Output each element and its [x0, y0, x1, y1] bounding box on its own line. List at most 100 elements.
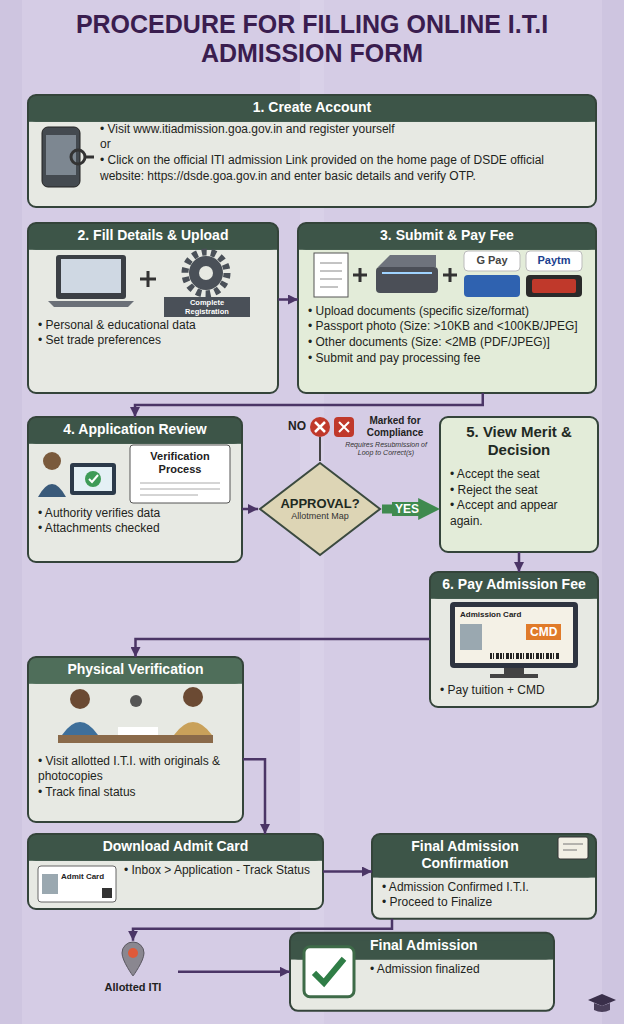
step-box: Final Admission Confirmation • Admission … — [372, 834, 596, 919]
reviewer-illustration — [140, 495, 198, 496]
admit-card-icon — [38, 866, 116, 902]
flow-connector — [243, 759, 265, 834]
step-text: • Admission finalized — [290, 962, 554, 978]
step-text: • Authority verifies data — [28, 506, 242, 522]
step-box: 6. Pay Admission Fee• Pay tuition + CMDA… — [430, 572, 598, 707]
box-fill — [298, 223, 596, 393]
step-text: • Reject the seat — [440, 483, 598, 499]
box-fill — [290, 933, 554, 1011]
document-scanner-payment-icons — [320, 279, 342, 280]
document-scanner-payment-icons — [314, 251, 582, 297]
check-icon — [304, 947, 354, 997]
flow-connector — [136, 639, 431, 657]
step-box: Final Admission• Admission finalized — [290, 933, 554, 1011]
step-text: • Accept and appear again. — [440, 498, 598, 529]
rejection-marker — [310, 417, 330, 437]
label: G Pay — [464, 254, 520, 267]
verification-meeting — [70, 689, 90, 709]
check-icon — [304, 947, 354, 997]
step-box: 2. Fill Details & Upload• Personal & edu… — [28, 223, 278, 393]
flow-connector — [178, 971, 290, 974]
pin-dot — [128, 948, 138, 958]
box-border — [28, 417, 242, 562]
box-border — [372, 834, 596, 919]
step-box: 3. Submit & Pay Fee• Upload documents (s… — [298, 223, 596, 393]
step-box: Physical Verification• Visit allotted I.… — [28, 657, 243, 822]
label-holder: Paytm — [526, 254, 582, 267]
laptop-gear-icon — [185, 252, 227, 294]
box-fill — [28, 223, 278, 393]
document-scanner-payment-icons — [320, 287, 338, 288]
step-text: • Passport photo (Size: >10KB and <100KB… — [298, 319, 596, 335]
confirmation-icon — [558, 837, 588, 859]
document-scanner-payment-icons — [449, 268, 452, 282]
location-pin: Allotted ITI — [88, 941, 178, 1005]
laptop-gear-icon — [189, 256, 223, 290]
label: Requires Resubmission of Loop to Correct… — [338, 441, 434, 458]
step-text: • Proceed to Finalize — [372, 895, 596, 911]
step-heading: 3. Submit & Pay Fee — [298, 223, 596, 248]
flow-connector — [518, 552, 521, 572]
document-scanner-payment-icons — [320, 263, 342, 264]
label: Admit Card — [61, 872, 107, 882]
step-heading: 5. View Merit & Decision — [440, 417, 598, 463]
step-text: • Attachments checked — [28, 521, 242, 537]
box-fill — [28, 417, 242, 562]
edge-label-holder: YES — [392, 502, 422, 516]
box-border — [430, 572, 598, 707]
verification-meeting — [62, 722, 98, 735]
label: Admission Card — [460, 610, 560, 620]
diamond-shape — [260, 463, 380, 555]
box-border — [298, 223, 596, 393]
verification-meeting — [130, 695, 142, 707]
step-text: • Personal & educational data — [28, 318, 278, 334]
reviewer-illustration — [85, 471, 101, 487]
monitor-admission-card — [490, 653, 560, 659]
phone-key-icon — [85, 156, 94, 159]
phone-key-icon — [42, 127, 94, 187]
verification-meeting — [58, 687, 213, 743]
step-heading: Final Admission Confirmation — [372, 834, 596, 876]
header-band — [28, 417, 242, 444]
laptop-gear-icon — [48, 301, 134, 307]
edge-label: YES — [392, 502, 422, 516]
step-heading: 6. Pay Admission Fee — [430, 572, 598, 597]
monitor-admission-card — [455, 607, 573, 663]
diamond-label: APPROVAL? — [280, 496, 359, 512]
header-band — [28, 223, 278, 250]
step-text: • Track final status — [28, 785, 243, 801]
confirmation-icon — [558, 837, 588, 859]
phone-key-icon — [42, 127, 80, 187]
box-border — [28, 657, 243, 822]
box-shape — [430, 572, 598, 707]
graduation-cap — [588, 994, 616, 1012]
rejection-marker — [319, 437, 321, 461]
step-heading: 1. Create Account — [28, 95, 596, 120]
header-band — [28, 657, 243, 684]
label-holder: Marked for Compliance — [356, 415, 434, 439]
header-band — [298, 223, 596, 250]
document-scanner-payment-icons — [376, 267, 438, 293]
rejection-marker — [315, 422, 325, 432]
label-holder: NO — [284, 419, 310, 433]
verification-meeting — [174, 722, 212, 735]
box-shape — [440, 417, 598, 552]
graduation-cap — [588, 994, 616, 1006]
step-text: • Admission Confirmed I.T.I. — [372, 880, 596, 896]
box-border — [290, 933, 554, 1011]
step-text: • Visit www.itiadmission.goa.gov.in and … — [28, 122, 596, 138]
laptop-gear-icon — [147, 271, 150, 287]
reviewer-illustration — [140, 489, 220, 490]
laptop-gear-icon — [199, 266, 213, 280]
box-shape — [28, 657, 243, 822]
flow-connector — [323, 870, 372, 873]
step-box: 4. Application Review • Authority verifie… — [28, 417, 242, 562]
step-heading: 4. Application Review — [28, 417, 242, 442]
document-scanner-payment-icons — [320, 271, 342, 272]
label-holder: Admit Card — [61, 872, 107, 882]
box-fill — [28, 657, 243, 822]
box-fill — [372, 834, 596, 919]
box-shape — [372, 834, 596, 919]
